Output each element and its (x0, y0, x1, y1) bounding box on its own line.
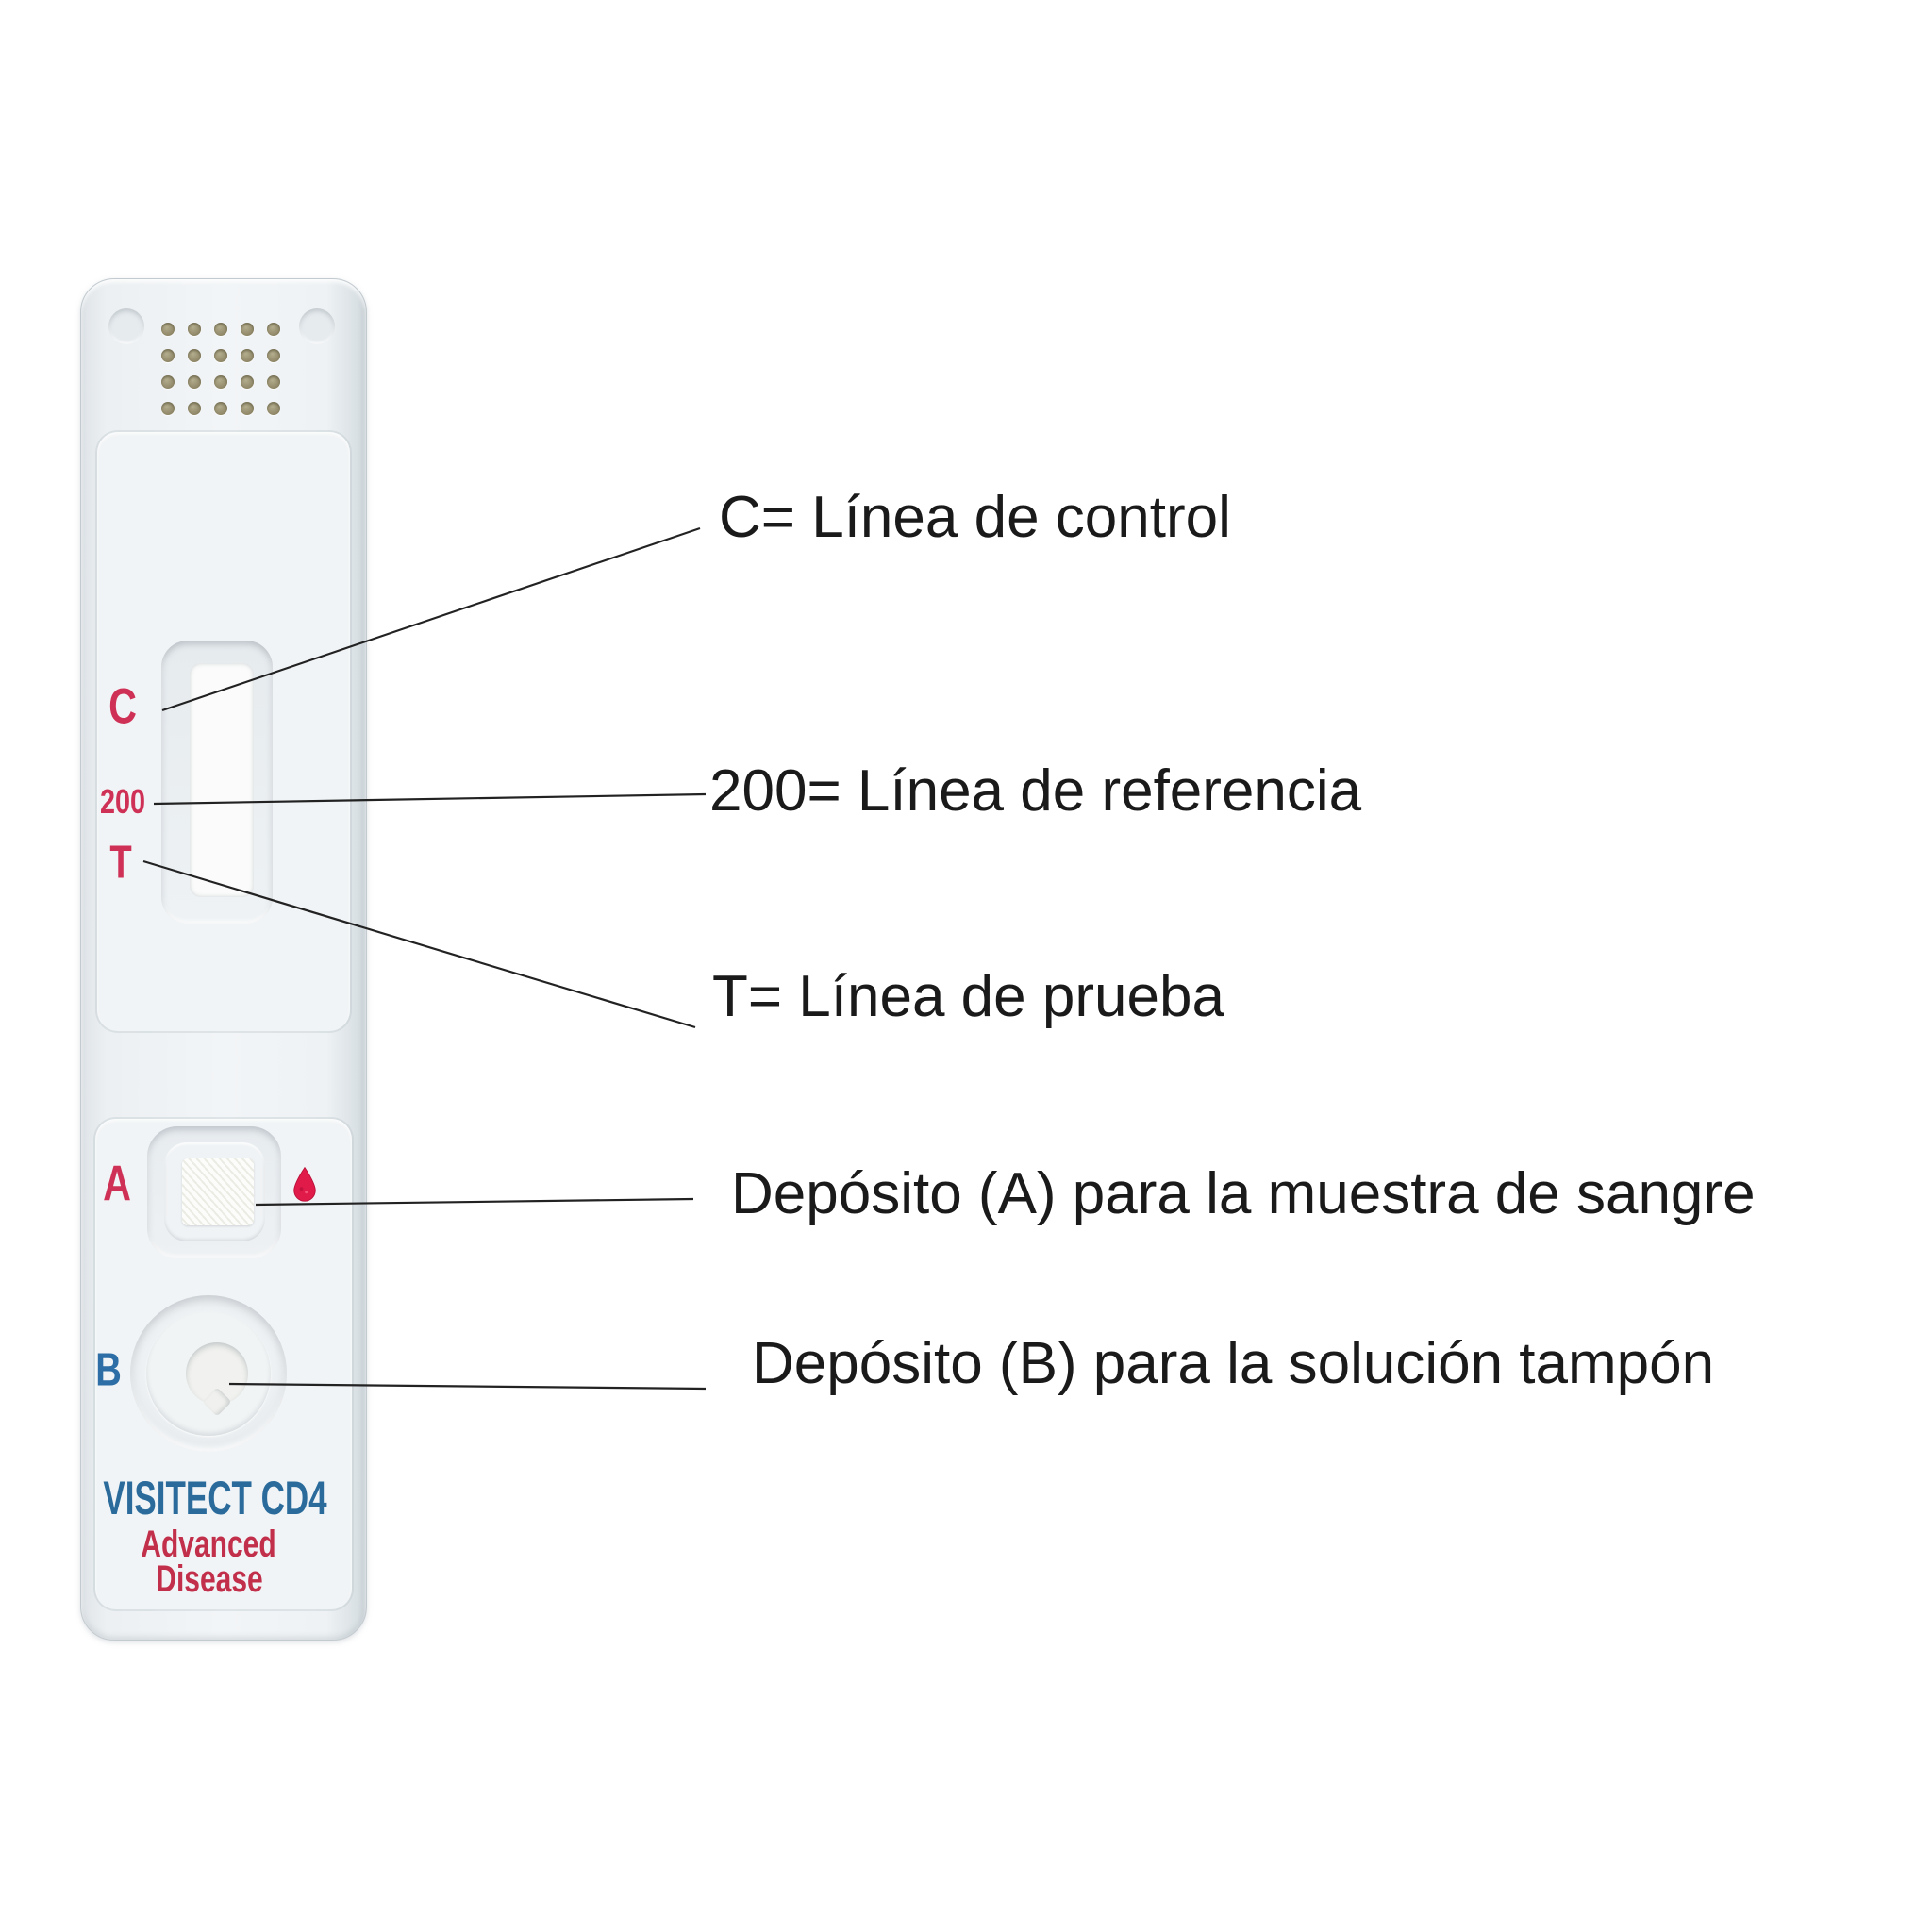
vent-hole (267, 349, 280, 362)
sample-well-a-pad (182, 1158, 254, 1225)
vent-hole (188, 402, 201, 415)
blood-drop-icon (293, 1166, 316, 1202)
label-reference-line: 200= Línea de referencia (709, 758, 1362, 824)
vent-hole (188, 349, 201, 362)
label-test-line: T= Línea de prueba (712, 964, 1224, 1029)
vent-hole (188, 375, 201, 389)
vent-hole (214, 349, 227, 362)
vent-hole (267, 323, 280, 336)
well-b-marking: B (95, 1344, 122, 1396)
vent-hole (161, 402, 175, 415)
label-control-line: C= Línea de control (719, 485, 1231, 550)
brand-name: VISITECT CD4 (103, 1472, 327, 1524)
vent-hole (214, 402, 227, 415)
product-line-2: Disease (156, 1558, 263, 1600)
vent-hole (241, 375, 254, 389)
top-left-dimple (108, 308, 144, 344)
label-well-b: Depósito (B) para la solución tampón (752, 1331, 1715, 1396)
vent-hole (161, 323, 175, 336)
vent-hole (214, 323, 227, 336)
vent-hole (267, 402, 280, 415)
label-well-a: Depósito (A) para la muestra de sangre (731, 1161, 1756, 1226)
control-line-marking: C (108, 678, 137, 735)
vent-hole (214, 375, 227, 389)
well-a-marking: A (103, 1156, 131, 1212)
reference-line-marking: 200 (99, 782, 146, 821)
vent-hole (267, 375, 280, 389)
buffer-well-b-port (186, 1342, 248, 1405)
test-cassette: C 200 T A B VISITECT CD4 Advanced Diseas… (80, 278, 367, 1641)
vent-hole (241, 323, 254, 336)
vent-hole (188, 323, 201, 336)
test-line-marking: T (109, 837, 132, 889)
vent-hole (161, 349, 175, 362)
vent-hole (241, 349, 254, 362)
result-window-strip (190, 663, 254, 897)
product-line-1: Advanced (141, 1524, 276, 1565)
vent-grid (161, 323, 280, 415)
vent-hole (161, 375, 175, 389)
vent-hole (241, 402, 254, 415)
top-right-dimple (299, 308, 335, 344)
